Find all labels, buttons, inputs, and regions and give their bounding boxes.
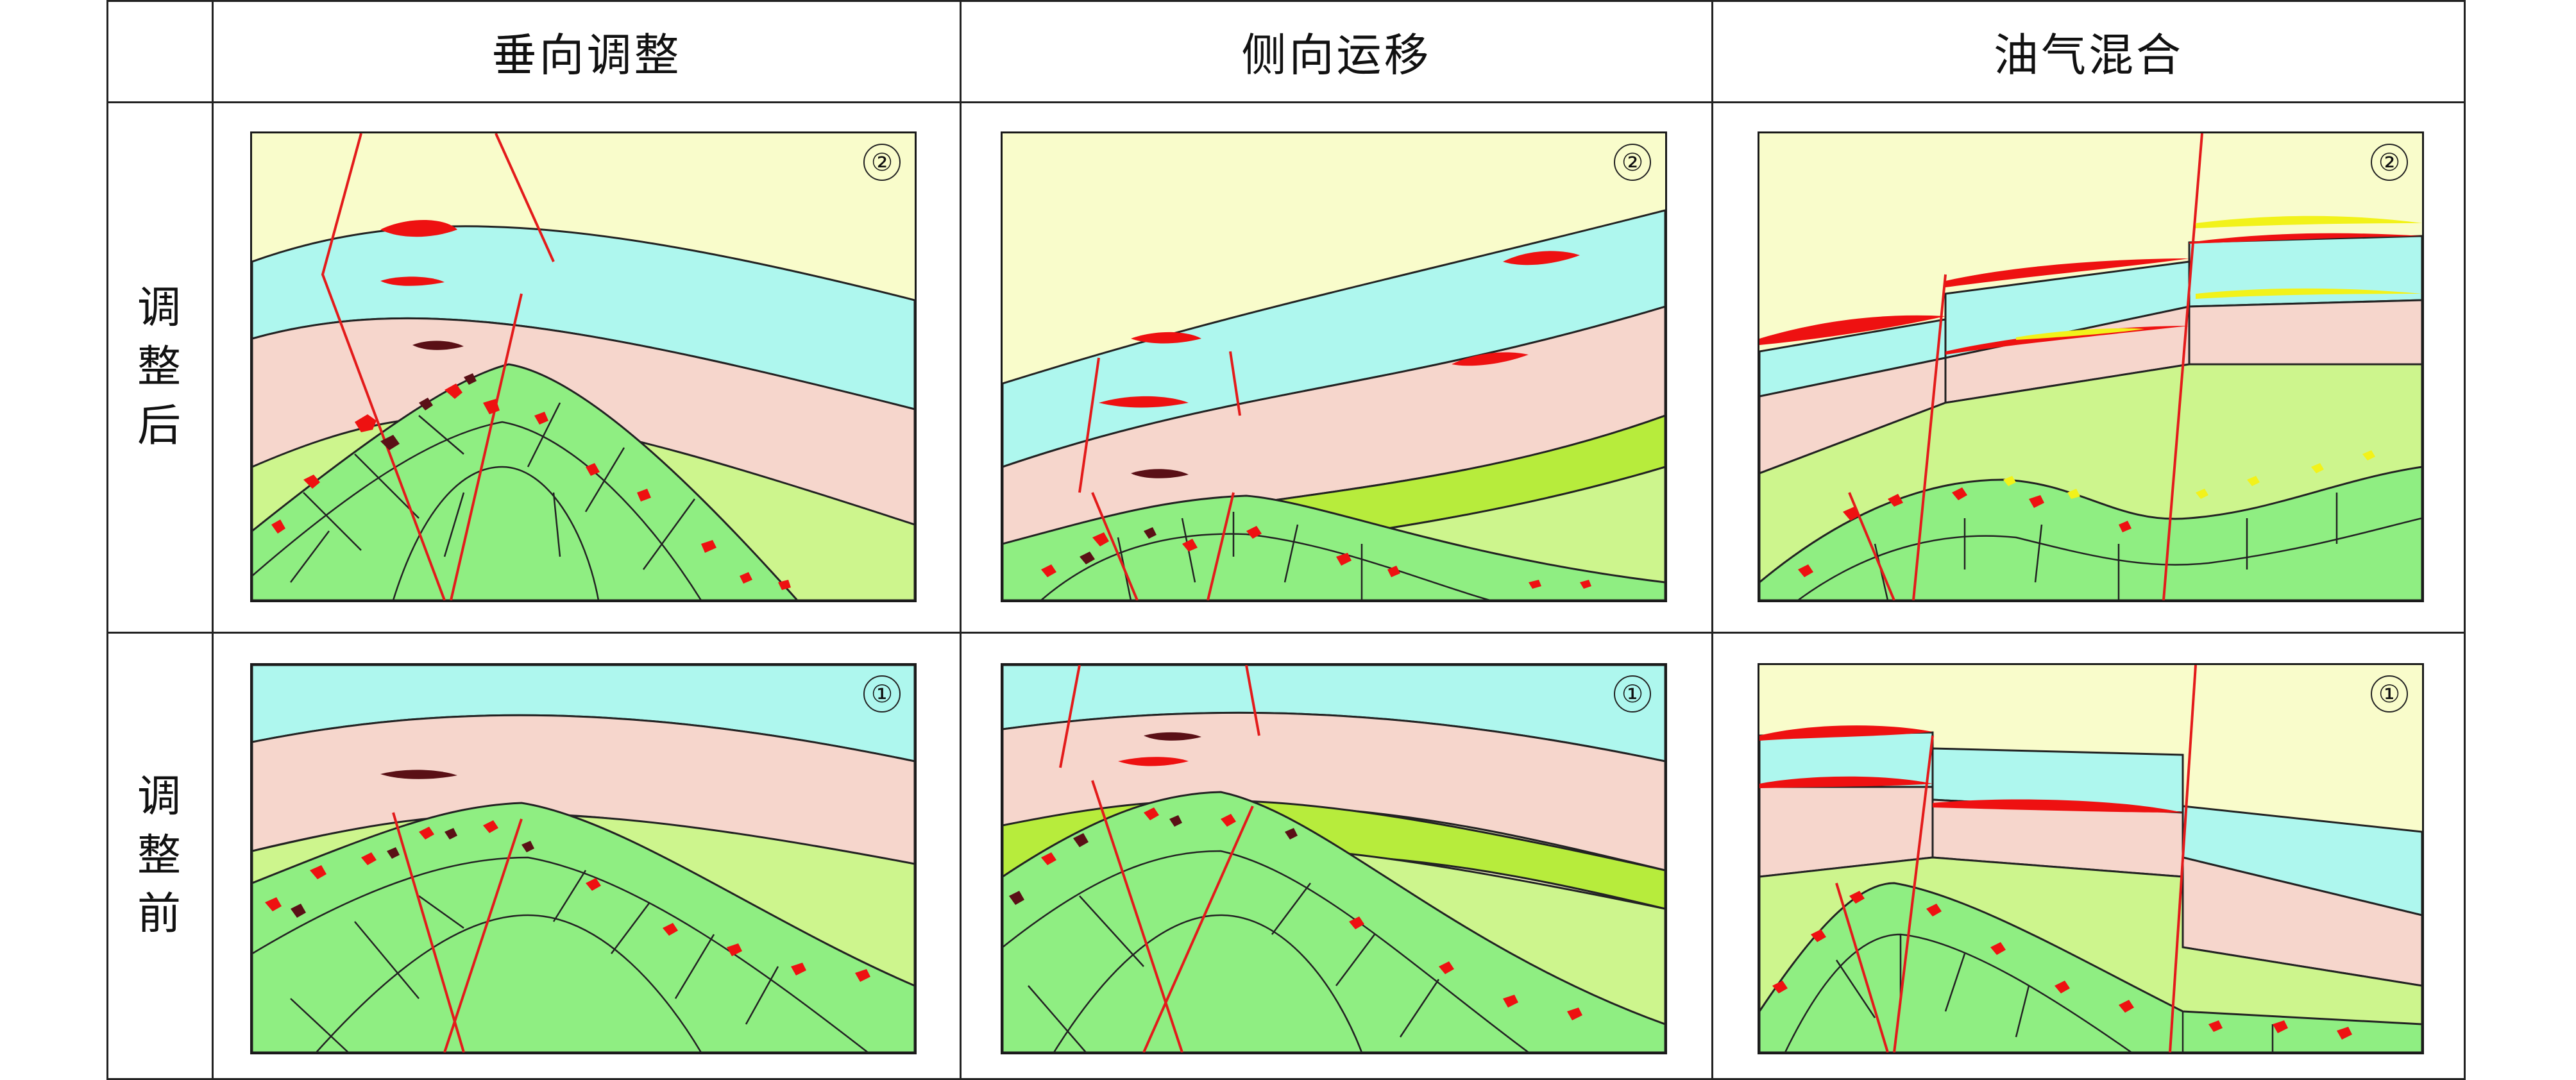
- stage-badge: ②: [2371, 144, 2408, 181]
- geologic-cross-section: [1003, 209, 1665, 600]
- faults: [1835, 665, 2197, 1052]
- oil-patches: [1772, 891, 2352, 1040]
- block-joints: [1003, 850, 1529, 1052]
- oil-patches: [265, 820, 870, 982]
- table-border-left: [106, 0, 108, 1080]
- oil-patches: [1041, 807, 1582, 1020]
- table-border-top: [106, 0, 2466, 2]
- table-row-divider: [106, 632, 2466, 634]
- oil-lenses: [1759, 725, 2183, 813]
- oil-dark-lens: [1144, 732, 1201, 741]
- block-joints: [1784, 933, 2274, 1052]
- row-header-before-adjustment: 调 整 前: [106, 634, 212, 1078]
- faults: [321, 133, 555, 600]
- gas-patches: [2003, 450, 2375, 499]
- panel-lateral-before: ①: [1001, 663, 1667, 1054]
- table-border-bottom: [106, 1078, 2466, 1080]
- panel-mixing-after: ②: [1758, 131, 2424, 602]
- column-header-oil-gas-mixing: 油气混合: [1994, 28, 2183, 81]
- oil-dark-patches: [1080, 527, 1157, 564]
- panel-vertical-after: ②: [250, 131, 917, 602]
- row-header-char: 前: [137, 889, 181, 940]
- faults: [1848, 133, 2203, 600]
- row-header-char: 调: [137, 771, 181, 822]
- faults: [392, 812, 523, 1052]
- oil-dark-patches: [1009, 815, 1298, 905]
- oil-patches: [1798, 487, 2131, 577]
- gas-caps: [2016, 215, 2422, 340]
- row-header-char: 后: [137, 400, 181, 451]
- column-header-vertical-adjustment: 垂向调整: [491, 28, 682, 81]
- geologic-cross-section: [1759, 665, 2422, 1052]
- table-col-divider-2: [960, 0, 962, 1080]
- geologic-cross-section: [1003, 665, 1665, 1052]
- oil-lenses: [1118, 757, 1189, 766]
- faults: [1078, 351, 1241, 600]
- oil-lenses: [380, 220, 457, 286]
- stage-badge: ②: [1614, 144, 1651, 181]
- oil-dark-patches: [380, 373, 477, 450]
- block-joints: [252, 402, 702, 600]
- oil-patches: [1041, 526, 1591, 589]
- block-joints: [252, 856, 869, 1052]
- row-header-char: 整: [137, 830, 181, 881]
- oil-dark-lens: [412, 341, 464, 350]
- panel-lateral-after: ②: [1001, 131, 1667, 602]
- table-border-right: [2464, 0, 2466, 1080]
- oil-lenses: [1759, 233, 2422, 355]
- row-header-char: 整: [137, 342, 181, 393]
- geologic-cross-section: [252, 665, 915, 1052]
- table-header-divider: [106, 101, 2466, 103]
- stage-badge: ①: [2371, 675, 2408, 713]
- oil-dark-lens: [1131, 469, 1189, 478]
- table-col-divider-1: [212, 0, 214, 1080]
- stage-badge: ①: [863, 675, 901, 713]
- column-header-lateral-migration: 侧向运移: [1241, 28, 1432, 81]
- faults: [1059, 665, 1260, 1052]
- green-block-anticline: [252, 363, 799, 600]
- oil-dark-lens: [380, 770, 457, 779]
- oil-dark-patches: [291, 828, 534, 918]
- row-header-char: 调: [137, 283, 181, 334]
- stage-badge: ②: [863, 144, 901, 181]
- table-col-divider-3: [1711, 0, 1713, 1080]
- stage-badge: ①: [1614, 675, 1651, 713]
- row-header-after-adjustment: 调 整 后: [106, 103, 212, 632]
- green-block-anticline: [1759, 466, 2422, 600]
- green-block-anticline: [252, 802, 915, 1052]
- geologic-cross-section: [1759, 133, 2422, 600]
- geologic-cross-section: [252, 133, 915, 600]
- oil-lenses: [1099, 251, 1580, 408]
- panel-mixing-before: ①: [1758, 663, 2424, 1054]
- panel-vertical-before: ①: [250, 663, 917, 1054]
- oil-patches: [271, 384, 791, 590]
